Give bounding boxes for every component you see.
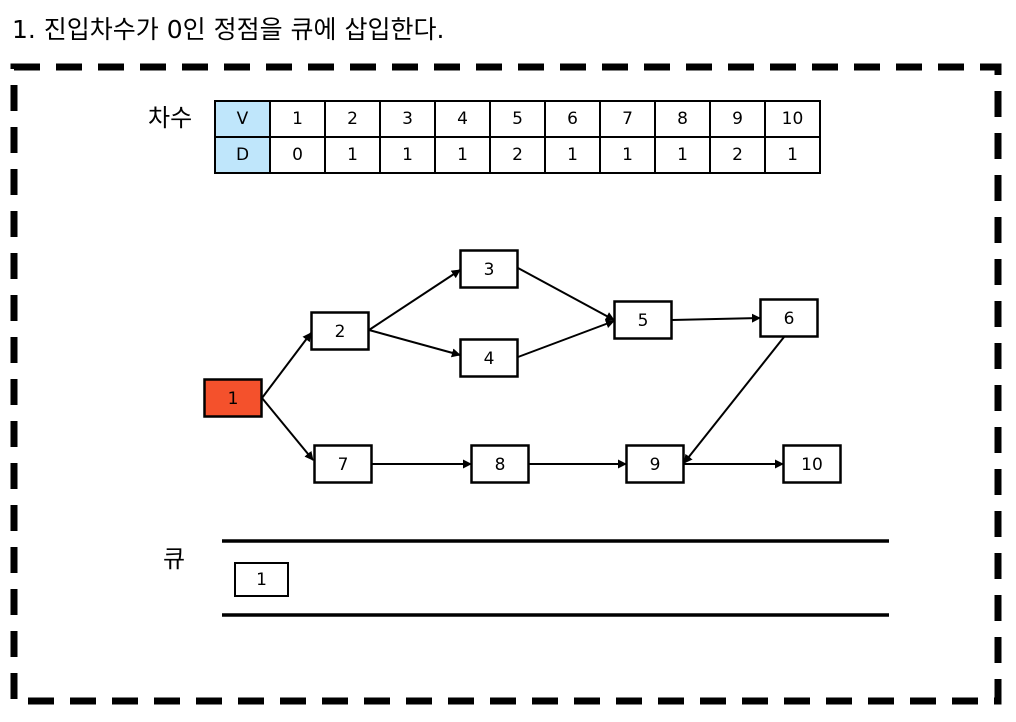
node-label: 1 — [228, 389, 239, 409]
vertex-cell: 3 — [379, 100, 436, 138]
vertex-row: V 1 2 3 4 5 6 7 8 9 10 — [214, 100, 821, 138]
degree-row-head: D — [214, 136, 271, 174]
node-6: 6 — [759, 298, 819, 338]
degree-cell: 2 — [489, 136, 546, 174]
vertex-cell: 4 — [434, 100, 491, 138]
node-box — [459, 249, 519, 289]
node-label: 10 — [801, 455, 823, 475]
vertex-cell: 9 — [709, 100, 766, 138]
vertex-cell: 10 — [764, 100, 821, 138]
graph-nodes: 1 2 3 4 5 6 7 8 9 10 — [203, 249, 842, 484]
vertex-cell: 2 — [324, 100, 381, 138]
node-label: 8 — [495, 455, 506, 475]
node-box — [203, 378, 263, 418]
node-label: 2 — [335, 322, 346, 342]
queue-label: 큐 — [163, 545, 186, 573]
edge-1-7 — [261, 397, 314, 461]
degree-cell: 2 — [709, 136, 766, 174]
node-box — [759, 298, 819, 338]
step-heading: 1. 진입차수가 0인 정점을 큐에 삽입한다. — [12, 15, 445, 44]
degree-cell: 1 — [544, 136, 601, 174]
node-box — [313, 444, 373, 484]
node-box — [310, 311, 370, 351]
node-box — [459, 338, 519, 378]
node-4: 4 — [459, 338, 519, 378]
node-8: 8 — [470, 444, 530, 484]
node-3: 3 — [459, 249, 519, 289]
node-5: 5 — [613, 300, 673, 340]
vertex-cell: 8 — [654, 100, 711, 138]
node-10: 10 — [782, 444, 842, 484]
vertex-cell: 7 — [599, 100, 656, 138]
edge-5-6 — [671, 313, 761, 323]
edge-2-4 — [368, 329, 461, 358]
node-2: 2 — [310, 311, 370, 351]
node-label: 5 — [638, 311, 649, 331]
degree-cell: 1 — [654, 136, 711, 174]
vertex-cell: 5 — [489, 100, 546, 138]
edge-4-5 — [517, 319, 615, 358]
node-box — [613, 300, 673, 340]
queue-item: 1 — [234, 562, 289, 597]
vertex-cell: 6 — [544, 100, 601, 138]
node-1: 1 — [203, 378, 263, 418]
edge-2-3 — [368, 269, 461, 331]
vertex-row-head: V — [214, 100, 271, 138]
edge-6-9 — [683, 336, 785, 464]
node-box — [470, 444, 530, 484]
vertex-cell: 1 — [269, 100, 326, 138]
node-label: 9 — [650, 455, 661, 475]
degree-table-label: 차수 — [148, 104, 193, 132]
node-7: 7 — [313, 444, 373, 484]
edge-3-5 — [517, 267, 615, 321]
degree-cell: 1 — [324, 136, 381, 174]
degree-row: D 0 1 1 1 2 1 1 1 2 1 — [214, 136, 821, 174]
node-label: 7 — [338, 455, 349, 475]
node-box — [625, 444, 685, 484]
node-label: 6 — [784, 309, 795, 329]
node-label: 4 — [484, 349, 495, 369]
degree-cell: 1 — [379, 136, 436, 174]
degree-cell: 1 — [599, 136, 656, 174]
edge-1-2 — [261, 332, 312, 399]
degree-cell: 0 — [269, 136, 326, 174]
graph-edges — [261, 267, 785, 469]
degree-cell: 1 — [764, 136, 821, 174]
degree-table: V 1 2 3 4 5 6 7 8 9 10 D 0 1 1 1 2 1 1 1… — [214, 100, 821, 174]
node-label: 3 — [484, 260, 495, 280]
node-9: 9 — [625, 444, 685, 484]
degree-cell: 1 — [434, 136, 491, 174]
node-box — [782, 444, 842, 484]
